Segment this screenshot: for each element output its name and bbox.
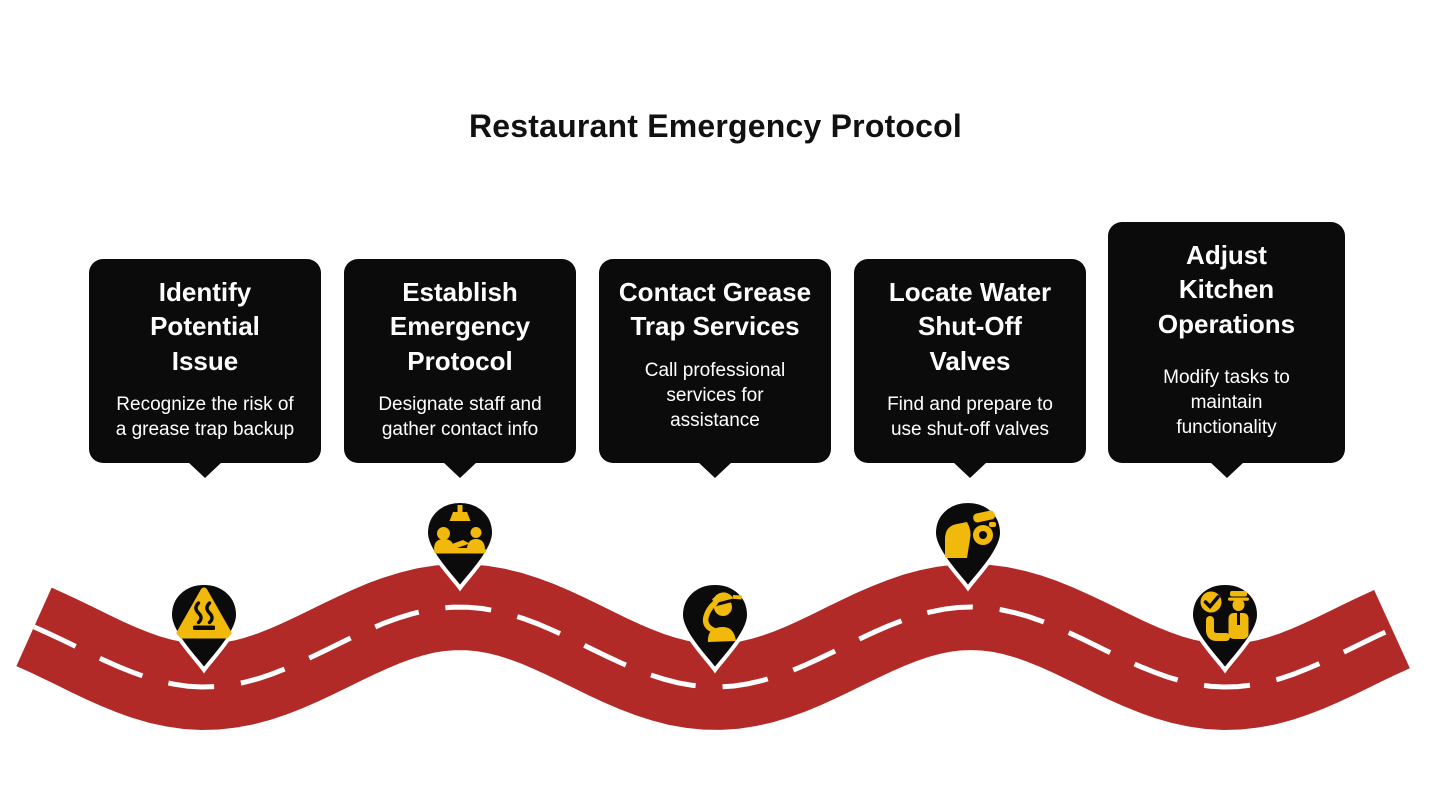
step-title: Locate Water Shut-Off Valves — [888, 277, 1052, 376]
step-title: Establish Emergency Protocol — [389, 277, 531, 376]
step-description: Call professional services for assistanc… — [644, 359, 786, 432]
inspection-check-icon — [1200, 591, 1249, 641]
map-pin-step-4 — [931, 498, 1005, 592]
step-title: Adjust Kitchen Operations — [1157, 240, 1296, 339]
step-card-1: Identify Potential Issue Recognize the r… — [89, 259, 321, 463]
step-card-4: Locate Water Shut-Off Valves Find and pr… — [854, 259, 1086, 463]
map-pin-step-2 — [423, 498, 497, 592]
step-card-2: Establish Emergency Protocol Designate s… — [344, 259, 576, 463]
step-description: Modify tasks to maintain functionality — [1163, 366, 1290, 439]
step-card-3: Contact Grease Trap Services Call profes… — [599, 259, 831, 463]
map-pin-step-5 — [1188, 580, 1262, 674]
hot-surface-warning-icon — [175, 587, 233, 639]
step-card-5: Adjust Kitchen Operations Modify tasks t… — [1108, 222, 1345, 463]
step-description: Find and prepare to use shut-off valves — [887, 393, 1053, 441]
step-description: Recognize the risk of a grease trap back… — [115, 393, 295, 441]
worker-phone-call-icon — [702, 592, 742, 642]
map-pin-step-1 — [167, 580, 241, 674]
step-title: Contact Grease Trap Services — [618, 277, 812, 342]
road-center-dashed-line — [32, 604, 1394, 690]
step-description: Designate staff and gather contact info — [378, 393, 542, 441]
team-meeting-icon — [434, 505, 486, 554]
map-pin-step-3 — [678, 580, 752, 674]
step-title: Identify Potential Issue — [150, 277, 260, 376]
water-valve-icon — [945, 510, 996, 558]
page-title: Restaurant Emergency Protocol — [468, 108, 963, 144]
